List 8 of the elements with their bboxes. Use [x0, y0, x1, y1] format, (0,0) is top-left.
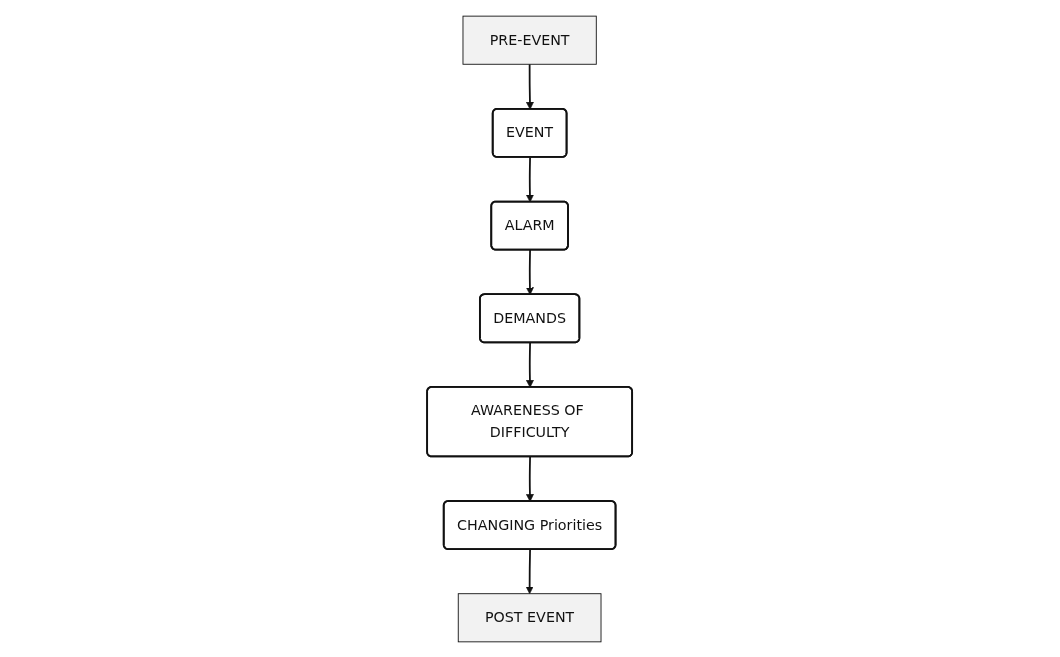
arrow	[526, 455, 535, 502]
arrow	[526, 548, 534, 594]
arrow	[526, 156, 535, 202]
arrow	[526, 248, 535, 295]
arrow	[526, 341, 535, 388]
arrow	[526, 62, 535, 110]
node-box: PRE-EVENT	[462, 15, 598, 65]
node-box: POST EVENT	[458, 592, 602, 642]
